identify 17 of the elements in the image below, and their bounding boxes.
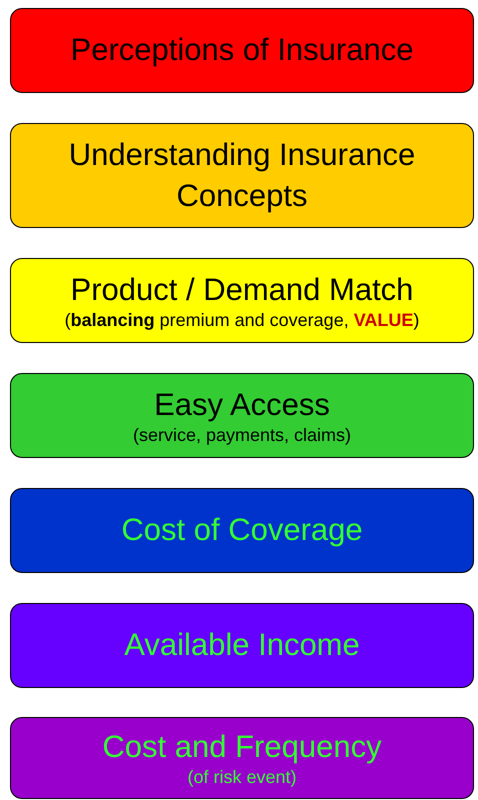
label-box <box>10 603 474 688</box>
label-box <box>10 373 474 458</box>
label-box <box>10 717 474 799</box>
box-title: Product / Demand Match <box>70 270 414 309</box>
box-title: Easy Access <box>154 386 330 424</box>
box-subtitle: (balancing premium and coverage, VALUE) <box>64 310 420 332</box>
label-box <box>10 123 474 228</box>
box-title: Cost and Frequency <box>102 728 382 766</box>
box-title: Understanding Insurance Concepts <box>68 136 416 214</box>
label-box <box>10 8 474 93</box>
label-box <box>10 258 474 343</box>
box-subtitle: (of risk event) <box>187 767 297 789</box>
box-title: Cost of Coverage <box>121 511 363 550</box>
label-box <box>10 488 474 573</box>
box-title: Available Income <box>124 626 360 664</box>
box-subtitle: (service, payments, claims) <box>132 424 352 446</box>
box-title: Perceptions of Insurance <box>70 31 414 70</box>
